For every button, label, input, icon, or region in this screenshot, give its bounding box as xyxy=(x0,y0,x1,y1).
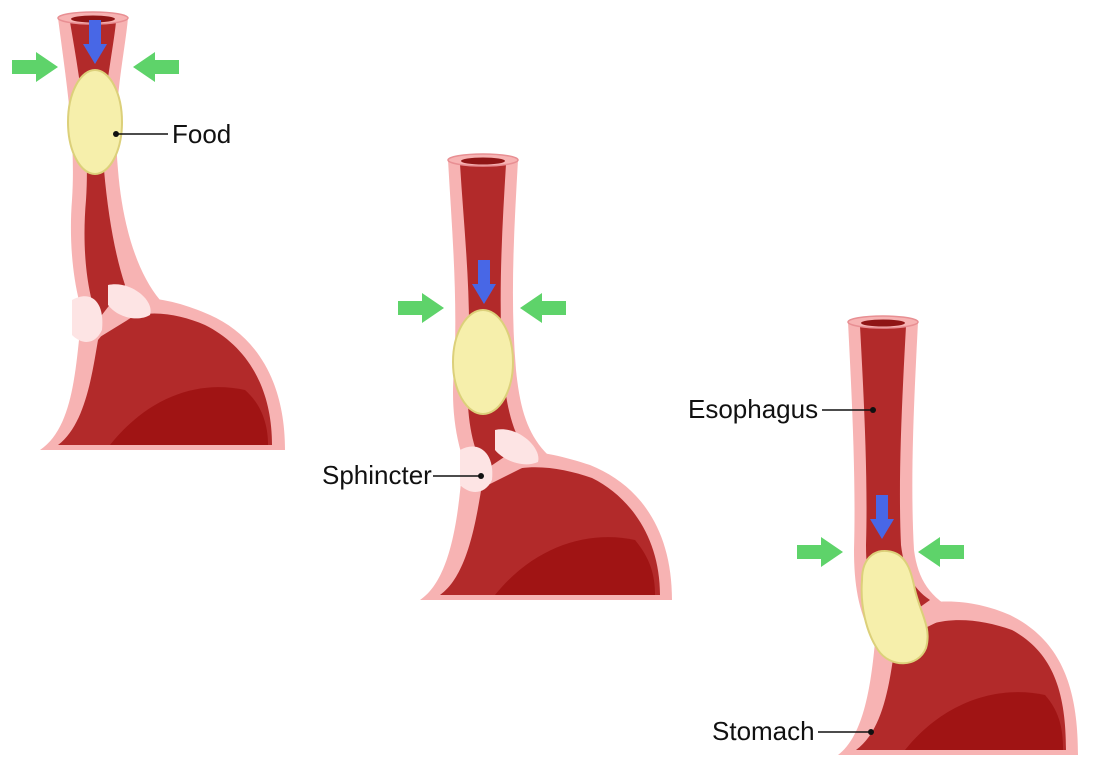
squeeze-arrow-right-3 xyxy=(918,537,964,567)
esophagus-label: Esophagus xyxy=(688,394,818,424)
food-label: Food xyxy=(172,119,231,149)
stage-1: Food xyxy=(12,11,285,450)
sphincter-label: Sphincter xyxy=(322,460,432,490)
sphincter-1 xyxy=(72,284,151,342)
squeeze-arrow-right-1 xyxy=(133,52,179,82)
stomach-callout: Stomach xyxy=(712,716,874,746)
stomach-label: Stomach xyxy=(712,716,815,746)
squeeze-arrow-left-3 xyxy=(797,537,843,567)
stage-2: Sphincter xyxy=(322,153,672,600)
squeeze-arrow-left-1 xyxy=(12,52,58,82)
squeeze-arrow-right-2 xyxy=(520,293,566,323)
stomach-2 xyxy=(420,450,672,600)
esophagus-callout: Esophagus xyxy=(688,394,876,424)
sphincter-callout: Sphincter xyxy=(322,460,484,490)
stage-3: Esophagus Stomach xyxy=(688,315,1078,755)
food-callout: Food xyxy=(113,119,231,149)
food-bolus-2 xyxy=(452,309,514,415)
sphincter-2 xyxy=(460,429,539,492)
squeeze-arrow-left-2 xyxy=(398,293,444,323)
food-bolus-3 xyxy=(860,550,929,665)
food-bolus-1 xyxy=(67,69,123,175)
